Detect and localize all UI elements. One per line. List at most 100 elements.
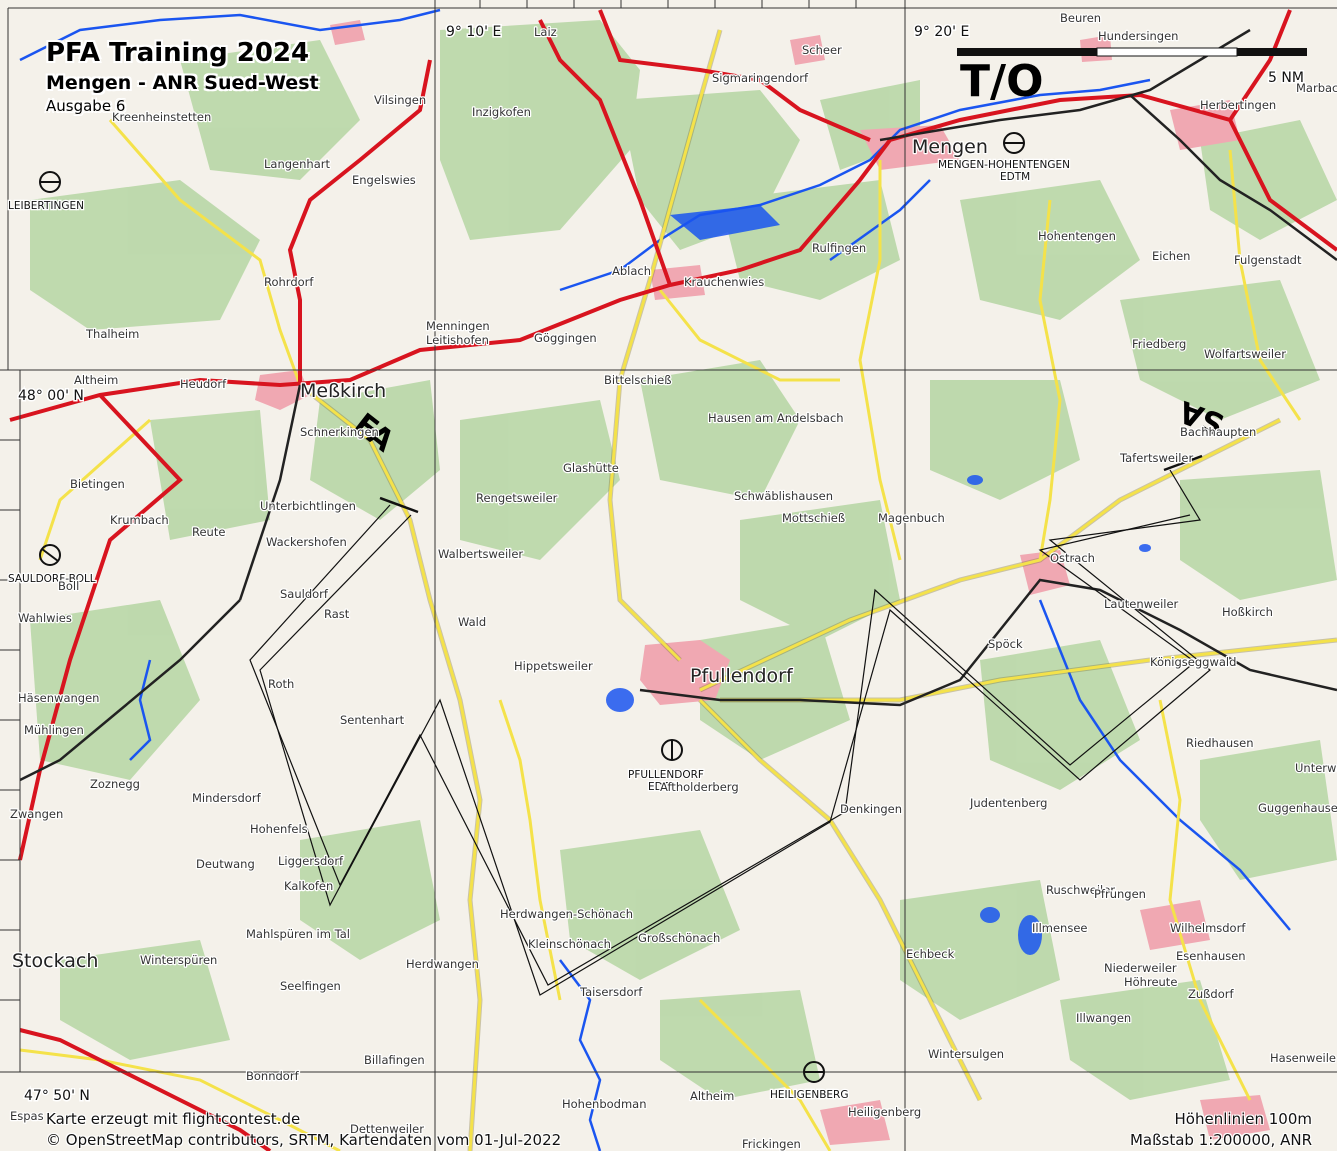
place-label: Beuren [1060, 11, 1101, 25]
place-label: Langenhart [264, 157, 330, 171]
place-label: Häsenwangen [18, 691, 99, 705]
place-label: Mahlspüren im Tal [246, 927, 350, 941]
place-label: Heiligenberg [848, 1105, 921, 1119]
place-label: Hundersingen [1098, 29, 1178, 43]
forest-areas [30, 20, 1337, 1100]
place-label: Ablach [612, 264, 651, 278]
place-label: Illmensee [1032, 921, 1088, 935]
grid-label-lat2: 47° 50' N [24, 1088, 90, 1104]
airfield-label-edtm: MENGEN-HOHENTENGEN [938, 159, 1070, 171]
place-label: Tafertsweiler [1119, 451, 1193, 465]
place-label: Scheer [802, 43, 842, 57]
place-label: Walbertsweiler [438, 547, 523, 561]
grid-ticks [0, 0, 857, 1001]
place-label: Aftholderberg [660, 780, 739, 794]
grid-label-lon1: 9° 10' E [446, 24, 501, 40]
place-label: Riedhausen [1186, 736, 1254, 750]
place-label: Sigmaringendorf [712, 71, 809, 85]
map-edition: Ausgabe 6 [46, 97, 126, 115]
place-label: Judentenberg [969, 796, 1047, 810]
place-label: Königseggwald [1150, 655, 1236, 669]
place-label: Billafingen [364, 1053, 425, 1067]
place-label: Wald [458, 615, 486, 629]
place-label: Krauchenwies [684, 275, 764, 289]
place-label: Glashütte [563, 461, 619, 475]
place-label: Herbertingen [1200, 98, 1276, 112]
footer-generated: Karte erzeugt mit flightcontest.de [46, 1110, 301, 1128]
place-label: Wahlwies [18, 611, 72, 625]
scale-bar [957, 47, 1307, 57]
place-label: Guggenhause [1258, 801, 1337, 815]
place-label: Unterbichtlingen [260, 499, 356, 513]
place-label: Hoßkirch [1222, 605, 1273, 619]
place-label: Seelfingen [280, 979, 341, 993]
place-label: Laiz [534, 25, 557, 39]
place-label: Espas [10, 1109, 44, 1123]
place-label: Sentenhart [340, 713, 405, 727]
place-label: Hausen am Andelsbach [708, 411, 844, 425]
place-label: Mottschieß [782, 511, 845, 525]
contest-route [249, 454, 1211, 996]
place-label: Ostrach [1050, 551, 1095, 565]
place-label: Altheim [690, 1089, 734, 1103]
place-label: Eichen [1152, 249, 1190, 263]
footer-credits: © OpenStreetMap contributors, SRTM, Kart… [46, 1131, 562, 1149]
map-title: PFA Training 2024 [46, 38, 310, 68]
place-label: Dettenweiler [350, 1122, 424, 1136]
place-label: Rast [324, 607, 350, 621]
place-label: Boll [58, 579, 79, 593]
place-label: Deutwang [196, 857, 255, 871]
place-label: Kreenheinstetten [112, 110, 211, 124]
place-label: Wolfartsweiler [1204, 347, 1286, 361]
water-features [19, 8, 1291, 1151]
airfield-label-edtp: PFULLENDORF [628, 769, 704, 781]
place-label: Schnerkingen [300, 425, 379, 439]
place-label: Echbeck [906, 947, 955, 961]
place-label: Spöck [988, 637, 1023, 651]
place-label: Frickingen [742, 1137, 801, 1151]
footer-contours: Höhenlinien 100m [1174, 1110, 1312, 1128]
place-label: Heudorf [180, 377, 227, 391]
place-label: Wintersulgen [928, 1047, 1004, 1061]
place-labels: Mengen Meßkirch Pfullendorf Ostrach Stoc… [9, 10, 1337, 1151]
airfield-code-edtm: EDTM [1000, 171, 1030, 183]
railways [19, 28, 1337, 782]
place-label: Bittelschieß [604, 373, 672, 387]
place-label: Illwangen [1076, 1011, 1131, 1025]
place-label: Rulfingen [812, 241, 866, 255]
place-label: Bietingen [70, 477, 125, 491]
place-label: Mindersdorf [192, 791, 262, 805]
airfield-icon [39, 132, 1025, 1083]
place-label: Altheim [74, 373, 118, 387]
place-label: Herdwangen-Schönach [500, 907, 633, 921]
place-label: Sauldorf [280, 587, 329, 601]
place-label: Zußdorf [1188, 987, 1234, 1001]
place-label: Menningen [426, 319, 490, 333]
place-label: Wackershofen [266, 535, 347, 549]
place-label: Reute [192, 525, 225, 539]
place-label: Esenhausen [1176, 949, 1246, 963]
place-label: Mühlingen [24, 723, 84, 737]
footer-scale: Maßstab 1:200000, ANR [1129, 1131, 1312, 1149]
place-label: Niederweiler [1104, 961, 1177, 975]
place-label: Denkingen [840, 802, 902, 816]
place-label: Pfullendorf [690, 665, 794, 687]
place-label: Fulgenstadt [1234, 253, 1302, 267]
place-label: Leitishofen [426, 333, 489, 347]
place-label: Stockach [12, 950, 98, 972]
place-label: Wilhelmsdorf [1170, 921, 1246, 935]
place-label: Taisersdorf [579, 985, 643, 999]
place-label: Inzigkofen [472, 105, 531, 119]
airfield-code-edtp: EDTP [648, 781, 675, 793]
takeoff-marker: T/O [960, 56, 1044, 107]
place-label: Zwangen [10, 807, 63, 821]
primary-roads [9, 9, 1337, 1151]
place-label: Hohenfels [250, 822, 308, 836]
place-label: Winterspüren [140, 953, 217, 967]
place-label: Göggingen [534, 331, 597, 345]
place-label: Thalheim [85, 327, 139, 341]
map-subtitle: Mengen - ANR Sued-West [46, 72, 319, 94]
place-label: Großschönach [638, 931, 720, 945]
